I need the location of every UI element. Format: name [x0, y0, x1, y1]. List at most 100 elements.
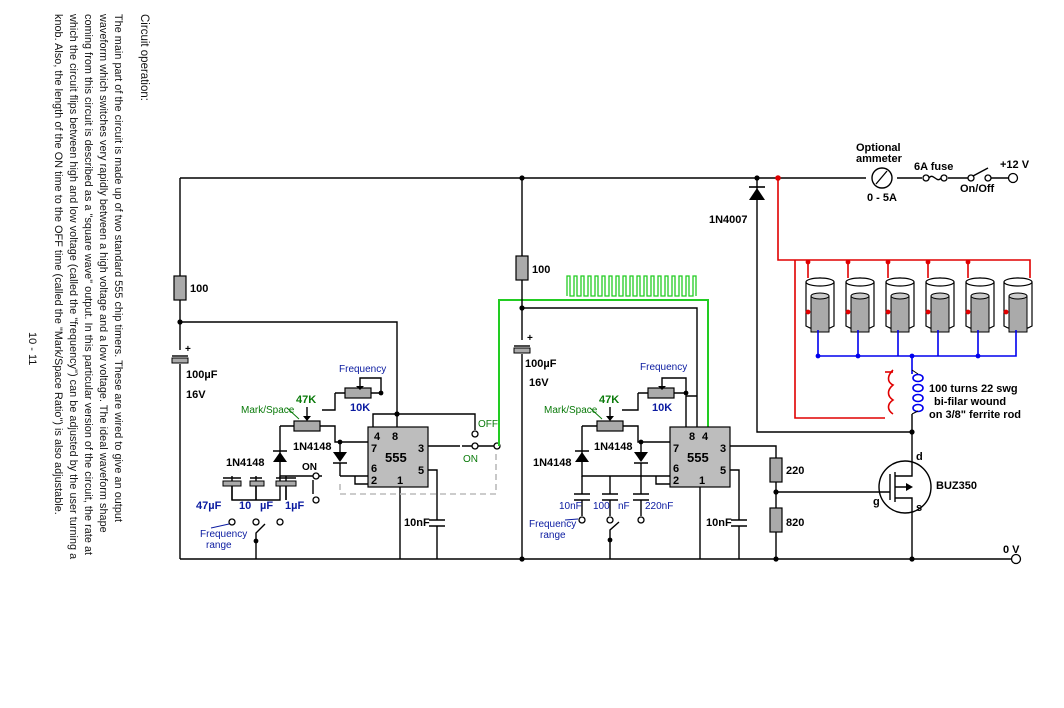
pin-number: 6: [371, 463, 377, 475]
right-supply-cap-voltage: 16V: [529, 377, 549, 389]
ammeter-needle: [875, 170, 888, 185]
ground-terminal: [1010, 553, 1022, 565]
capacitor-bank: [805, 277, 1033, 333]
right-frequency-pot: [647, 387, 675, 399]
left-range-cap-unit: µF: [260, 500, 273, 512]
mosfet-icon: [878, 460, 932, 514]
right-range-switch[interactable]: [578, 516, 586, 524]
coil-label: bi-filar wound: [934, 396, 1006, 408]
supply-terminal: [1007, 172, 1019, 184]
right-diode-icon: [575, 452, 589, 462]
svg-text:+: +: [527, 333, 533, 344]
right-frequency-value: 10K: [652, 402, 672, 414]
left-supply-cap-voltage: 16V: [186, 389, 206, 401]
left-vcc-wire: [180, 321, 398, 427]
output-selector[interactable]: [471, 430, 479, 438]
left-on-label: ON: [302, 462, 317, 473]
green-signal-wire: [498, 299, 709, 446]
right-supply-cap-label: 100µF: [525, 358, 557, 370]
divider-resistor-label: 820: [786, 517, 804, 529]
pin-number: 2: [371, 475, 377, 487]
switch-label: On/Off: [960, 183, 995, 195]
pin-label: d: [916, 451, 923, 463]
switch-terminal: [471, 442, 479, 450]
ground-label: 0 V: [1003, 544, 1020, 556]
left-555-chip: [367, 426, 429, 488]
left-range-switch[interactable]: [228, 518, 236, 526]
right-resistor: [515, 255, 529, 281]
left-resistor: [173, 275, 187, 301]
divider-resistor-top: [769, 457, 783, 483]
right-chip-label: 555: [687, 450, 709, 465]
coil-label: 100 turns 22 swg: [929, 383, 1018, 395]
left-ctrl-cap-label: 10nF: [404, 517, 430, 529]
left-range-cap-label: 1µF: [285, 500, 304, 512]
left-diode-label: 1N4148: [293, 441, 332, 453]
pin-number: 1: [699, 475, 705, 487]
pin-number: 4: [702, 431, 709, 443]
right-markspace-label: Mark/Space: [544, 405, 598, 416]
right-ctrl-cap-label: 10nF: [706, 517, 732, 529]
right-vcc-wire: [522, 307, 698, 427]
left-frequency-label: Frequency: [339, 364, 386, 375]
switch-terminal: [252, 518, 260, 526]
fuse-icon: [928, 175, 942, 181]
pin-label: s: [916, 502, 922, 514]
disabled-link: [339, 454, 497, 495]
selector-off-label: OFF: [478, 419, 498, 430]
pin-number: 6: [673, 463, 679, 475]
left-range-cap-label: 47µF: [196, 500, 222, 512]
right-markspace-pot: [596, 420, 624, 432]
coil-icon: [887, 369, 924, 415]
ammeter-icon: [871, 167, 893, 189]
divider-resistor-label: 220: [786, 465, 804, 477]
left-chip-label: 555: [385, 450, 407, 465]
pin-number: 5: [720, 465, 726, 477]
right-555-chip: [669, 426, 731, 488]
blue-coil-wire: [817, 330, 1017, 357]
diode-label: 1N4007: [709, 214, 748, 226]
right-diode-label: 1N4148: [594, 441, 633, 453]
right-range-cap-label: 10nF: [559, 501, 582, 512]
right-range-label: Frequency: [529, 519, 576, 530]
pin-number: 7: [371, 443, 377, 455]
ammeter-range: 0 - 5A: [867, 192, 897, 204]
left-supply-cap-label: 100µF: [186, 369, 218, 381]
left-markspace-value: 47K: [296, 394, 316, 406]
right-diode-label: 1N4148: [533, 457, 572, 469]
diode-icon: [749, 188, 765, 200]
left-wire: [372, 413, 476, 430]
left-ctrl-cap: [429, 519, 445, 527]
selector-on-label: ON: [463, 454, 478, 465]
pin-label: g: [873, 496, 880, 508]
red-coil-wire: [807, 260, 969, 278]
switch-terminal: [984, 174, 992, 182]
pin-number: 7: [673, 443, 679, 455]
red-coil-wire: [794, 260, 885, 419]
pin-number: 4: [374, 431, 381, 443]
pin-number: 8: [689, 431, 695, 443]
switch-icon: [972, 167, 989, 177]
svg-text:+: +: [185, 344, 191, 355]
fuse-terminal: [940, 174, 948, 182]
pin-number: 1: [397, 475, 403, 487]
left-diode-label: 1N4148: [226, 457, 265, 469]
left-frequency-pot: [344, 387, 372, 399]
right-ctrl-cap: [731, 519, 747, 527]
left-range-cap-label: 10: [239, 500, 251, 512]
left-resistor-label: 100: [190, 283, 208, 295]
pin-number: 3: [418, 443, 424, 455]
divider-resistor-bottom: [769, 507, 783, 533]
left-diode-icon: [273, 452, 287, 462]
fuse-label: 6A fuse: [914, 161, 953, 173]
pin-number: 8: [392, 431, 398, 443]
switch-terminal: [606, 516, 614, 524]
left-range-label: range: [206, 540, 232, 551]
supply-voltage-label: +12 V: [1000, 159, 1030, 171]
square-wave-icon: [566, 275, 697, 297]
left-on-switch[interactable]: [312, 472, 320, 480]
left-markspace-pot: [293, 420, 321, 432]
left-frequency-value: 10K: [350, 402, 370, 414]
left-markspace-label: Mark/Space: [241, 405, 295, 416]
